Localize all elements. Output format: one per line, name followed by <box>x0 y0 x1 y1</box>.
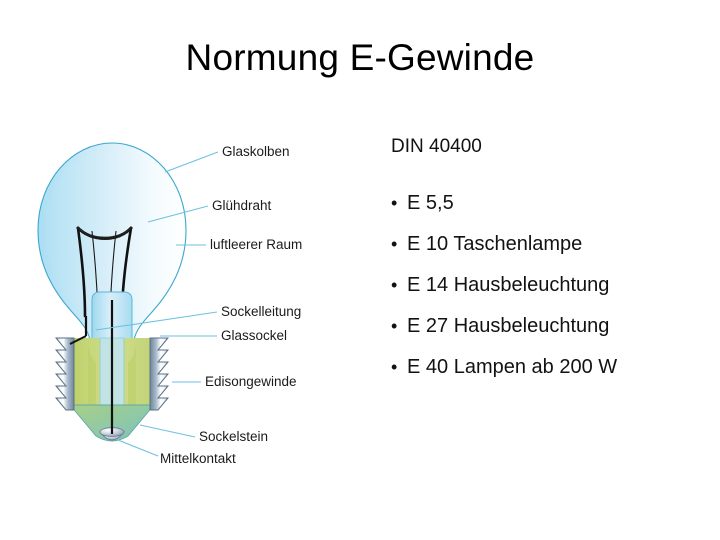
list-item: • E 5,5 <box>391 192 711 215</box>
label-glaskolben: Glaskolben <box>222 144 290 159</box>
label-mittelkontakt: Mittelkontakt <box>160 451 236 466</box>
leader-mittelkontakt <box>117 439 159 457</box>
bullet-icon: • <box>391 192 398 213</box>
leader-lines <box>95 151 219 457</box>
list-item: • E 27 Hausbeleuchtung <box>391 315 711 338</box>
edison-thread-left <box>54 337 75 411</box>
light-bulb-diagram <box>37 142 219 457</box>
leader-glaskolben <box>164 151 219 173</box>
list-item-label: E 14 Hausbeleuchtung <box>407 273 610 296</box>
bullet-icon: • <box>391 356 398 377</box>
content-column: DIN 40400 • E 5,5 • E 10 Taschenlampe • … <box>391 136 711 397</box>
center-contact <box>99 427 125 441</box>
list-item-label: E 40 Lampen ab 200 W <box>407 355 618 378</box>
label-luftleerer-raum: luftleerer Raum <box>210 237 303 252</box>
label-sockelstein: Sockelstein <box>199 429 269 444</box>
list-item-label: E 10 Taschenlampe <box>407 232 583 255</box>
list-item-label: E 27 Hausbeleuchtung <box>407 314 610 337</box>
label-sockelleitung: Sockelleitung <box>221 304 302 319</box>
leader-sockelstein <box>139 424 196 438</box>
page-title: Normung E-Gewinde <box>185 37 535 78</box>
label-gluehdraht: Glühdraht <box>212 198 272 213</box>
side-lead-wire <box>69 316 88 345</box>
label-edisongewinde: Edisongewinde <box>205 374 297 389</box>
list-item: • E 10 Taschenlampe <box>391 233 711 256</box>
label-glassockel: Glassockel <box>221 328 288 343</box>
leader-gluehdraht <box>147 205 209 223</box>
leader-sockelleitung <box>95 311 218 331</box>
din-standard-heading: DIN 40400 <box>391 136 482 157</box>
list-item: • E 40 Lampen ab 200 W <box>391 356 711 379</box>
bullet-icon: • <box>391 274 398 295</box>
list-item-label: E 5,5 <box>407 191 454 214</box>
bullet-icon: • <box>391 233 398 254</box>
list-item: • E 14 Hausbeleuchtung <box>391 274 711 297</box>
bullet-icon: • <box>391 315 398 336</box>
edison-thread-right <box>149 337 170 411</box>
